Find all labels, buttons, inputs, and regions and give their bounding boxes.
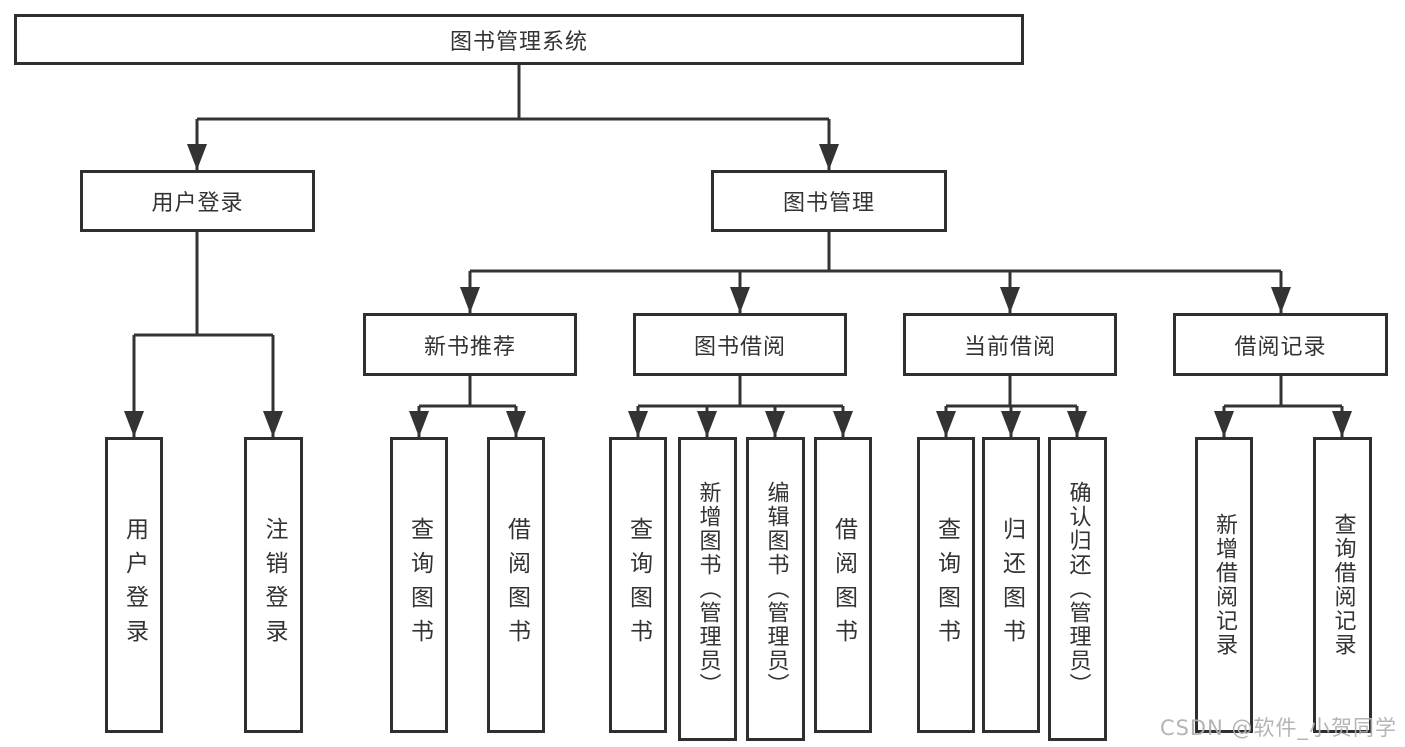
node-user-login: 用户登录 xyxy=(80,170,315,232)
leaf-label: 查询图书 xyxy=(625,517,652,653)
leaf-label: 借阅图书 xyxy=(830,517,857,653)
leaf-label: 新增借阅记录 xyxy=(1212,513,1237,657)
leaf-label: 确认归还（管理员） xyxy=(1065,481,1091,697)
leaf-label: 注销登录 xyxy=(261,517,287,653)
leaf-user-login: 用户登录 xyxy=(105,437,163,733)
node-new-book-recommend: 新书推荐 xyxy=(363,313,577,376)
leaf-borrow-edit-books-admin: 编辑图书（管理员） xyxy=(746,437,805,741)
watermark: CSDN @软件_小贺同学 xyxy=(1159,716,1397,740)
node-library-system: 图书管理系统 xyxy=(14,14,1024,65)
node-current-borrowing: 当前借阅 xyxy=(903,313,1117,376)
leaf-label: 用户登录 xyxy=(121,517,148,653)
leaf-borrow-borrow-books: 借阅图书 xyxy=(814,437,872,733)
leaf-borrow-add-books-admin: 新增图书（管理员） xyxy=(678,437,737,741)
leaf-label: 查询借阅记录 xyxy=(1330,513,1356,657)
leaf-label: 借阅图书 xyxy=(503,517,530,653)
leaf-label: 查询图书 xyxy=(406,517,433,653)
node-book-borrowing: 图书借阅 xyxy=(633,313,847,376)
node-book-management: 图书管理 xyxy=(711,170,947,232)
leaf-logout: 注销登录 xyxy=(244,437,303,733)
tree-rails xyxy=(134,65,1342,408)
leaf-current-query-books: 查询图书 xyxy=(917,437,975,733)
leaf-current-confirm-return-admin: 确认归还（管理员） xyxy=(1048,437,1107,741)
leaf-label: 归还图书 xyxy=(998,517,1025,653)
leaf-borrow-query-books: 查询图书 xyxy=(609,437,667,733)
leaf-label: 查询图书 xyxy=(933,517,960,653)
leaf-current-return-books: 归还图书 xyxy=(982,437,1040,733)
leaf-label: 编辑图书（管理员） xyxy=(763,481,789,697)
leaf-newbook-query-books: 查询图书 xyxy=(390,437,448,733)
leaf-label: 新增图书（管理员） xyxy=(695,481,721,697)
node-borrowing-records: 借阅记录 xyxy=(1173,313,1388,376)
tree-arrows xyxy=(124,119,1352,437)
leaf-newbook-borrow-books: 借阅图书 xyxy=(487,437,545,733)
leaf-records-add-record: 新增借阅记录 xyxy=(1195,437,1253,733)
leaf-records-query-record: 查询借阅记录 xyxy=(1313,437,1372,733)
